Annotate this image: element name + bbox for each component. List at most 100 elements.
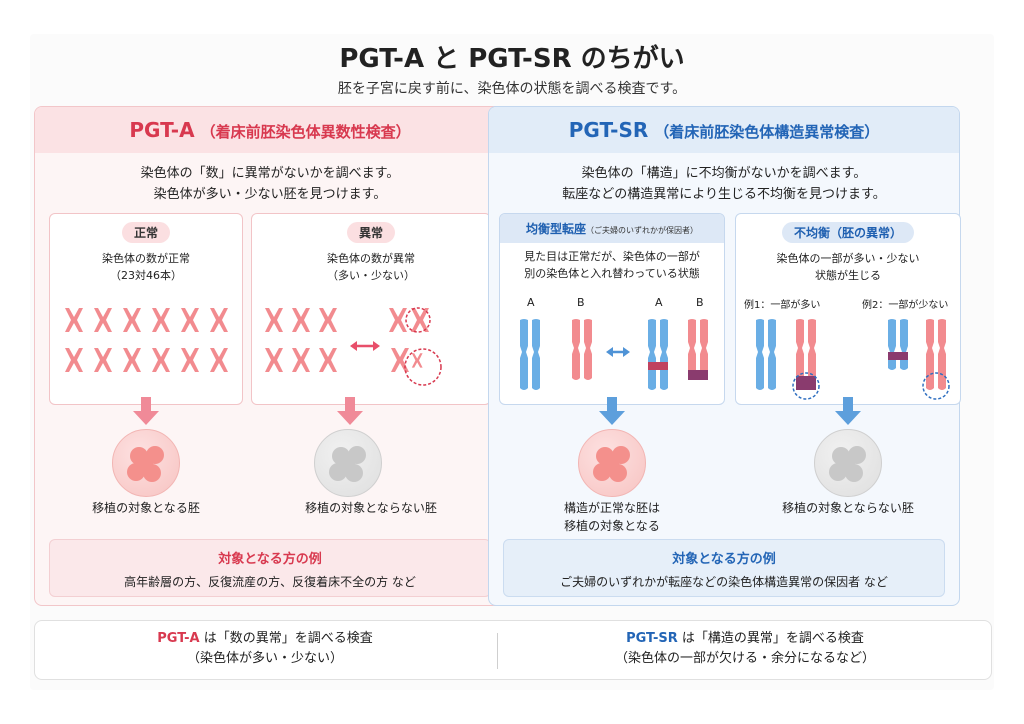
- pgta-target-title: 対象となる方の例: [218, 552, 322, 567]
- normal-chromosomes: [65, 308, 228, 372]
- pgta-target-box: 対象となる方の例 高年齢層の方、反復流産の方、反復着床不全の方 など: [49, 539, 491, 597]
- unbalanced-card: 不均衡（胚の異常） 染色体の一部が多い・少ない 状態が生じる 例1：一部が多い …: [735, 213, 961, 405]
- label-b: B: [696, 296, 704, 309]
- balanced-card: 均衡型転座（ご夫婦のいずれかが保因者） 見た目は正常だが、染色体の一部が 別の染…: [499, 213, 725, 405]
- abnormal-line2: （多い・少ない）: [327, 269, 415, 282]
- balanced-line2: 別の染色体と入れ替わっている状態: [524, 267, 700, 280]
- chromosome-a-icon: [756, 319, 776, 390]
- summary-right-text: は「構造の異常」を調べる検査: [677, 631, 864, 646]
- chromosome-icon: [123, 308, 141, 332]
- abnormal-line1: 染色体の数が異常: [327, 252, 415, 265]
- pgtsr-description: 染色体の「構造」に不均衡がないかを調べます。 転座などの構造異常により生じる不均…: [489, 163, 959, 205]
- translocated-a-icon: [648, 319, 668, 390]
- embryo-icon: [814, 429, 882, 497]
- summary-box: PGT-A は「数の異常」を調べる検査 （染色体が多い・少ない） PGT-SR …: [34, 620, 992, 680]
- chromosome-icon: [319, 308, 337, 332]
- down-arrow-icon: [133, 397, 159, 425]
- summary-left-sub: （染色体が多い・少ない）: [186, 651, 343, 666]
- chromosome-icon: [389, 308, 407, 332]
- chromosome-icon: [94, 348, 112, 372]
- chromosome-icon: [210, 308, 228, 332]
- balanced-result: 構造が正常な胚は 移植の対象となる: [499, 499, 725, 535]
- chromosome-b-icon: [796, 319, 816, 390]
- pgta-description: 染色体の「数」に異常がないかを調べます。 染色体が多い・少ない胚を見つけます。: [35, 163, 505, 205]
- pgta-desc-line2: 染色体が多い・少ない胚を見つけます。: [153, 187, 387, 202]
- pgtsr-panel: PGT-SR（着床前胚染色体構造異常検査） 染色体の「構造」に不均衡がないかを調…: [488, 106, 961, 606]
- highlight-circle: [404, 348, 442, 386]
- pgtsr-desc-line1: 染色体の「構造」に不均衡がないかを調べます。: [581, 166, 867, 181]
- label-a: A: [655, 296, 663, 309]
- chromosome-icon: [319, 348, 337, 372]
- chromosome-icon: [411, 353, 423, 368]
- abnormal-card: 異常 染色体の数が異常 （多い・少ない）: [251, 213, 491, 405]
- pgtsr-target-box: 対象となる方の例 ご夫婦のいずれかが転座などの染色体構造異常の保因者 など: [503, 539, 945, 597]
- chromosome-a-icon: [888, 319, 908, 370]
- label-a: A: [527, 296, 535, 309]
- summary-right: PGT-SR は「構造の異常」を調べる検査 （染色体の一部が欠ける・余分になるな…: [515, 629, 975, 669]
- balanced-title: 均衡型転座: [525, 222, 586, 236]
- abnormal-chromosomes: [265, 307, 442, 386]
- chromosome-icon: [411, 308, 429, 332]
- summary-divider: [497, 633, 498, 669]
- pgtsr-desc-line2: 転座などの構造異常により生じる不均衡を見つけます。: [562, 187, 886, 202]
- pgta-panel: PGT-A （着床前胚染色体異数性検査） 染色体の「数」に異常がないかを調べます。…: [34, 106, 506, 606]
- highlight-circle: [922, 372, 950, 400]
- balanced-label: 均衡型転座（ご夫婦のいずれかが保因者）: [500, 214, 724, 243]
- normal-line1: 染色体の数が正常: [102, 252, 190, 265]
- chromosome-icon: [152, 308, 170, 332]
- chromosome-b-icon: [926, 319, 946, 390]
- normal-label: 正常: [121, 222, 171, 243]
- normal-line2: （23対46本）: [110, 269, 182, 282]
- normal-card: 正常 染色体の数が正常 （23対46本）: [49, 213, 243, 405]
- balanced-result-line2: 移植の対象となる: [564, 519, 660, 533]
- chromosome-icon: [94, 308, 112, 332]
- unbalanced-line1: 染色体の一部が多い・少ない: [776, 252, 920, 265]
- chromosome-icon: [391, 348, 409, 372]
- page-title: PGT-A と PGT-SR のちがい: [339, 44, 685, 74]
- summary-left: PGT-A は「数の異常」を調べる検査 （染色体が多い・少ない）: [35, 629, 495, 669]
- translocation-chromosomes: [520, 319, 708, 390]
- abnormal-label: 異常: [346, 222, 396, 243]
- chromosome-icon: [152, 348, 170, 372]
- down-arrow-icon: [337, 397, 363, 425]
- label-b: B: [577, 296, 585, 309]
- pgtsr-target-text: ご夫婦のいずれかが転座などの染色体構造異常の保因者 など: [560, 575, 888, 589]
- embryo-icon: [578, 429, 646, 497]
- chromosome-icon: [181, 348, 199, 372]
- unbalanced-chromosomes: [756, 319, 950, 400]
- pgta-header: PGT-A （着床前胚染色体異数性検査）: [35, 107, 505, 153]
- pgtsr-target-title: 対象となる方の例: [672, 552, 776, 567]
- pgta-desc-line1: 染色体の「数」に異常がないかを調べます。: [140, 166, 400, 181]
- chromosome-a-icon: [520, 319, 540, 390]
- unbalanced-line2: 状態が生じる: [815, 269, 881, 282]
- pgta-target-text: 高年齢層の方、反復流産の方、反復着床不全の方 など: [124, 575, 416, 589]
- chromosome-icon: [292, 308, 310, 332]
- chromosome-icon: [265, 308, 283, 332]
- unbalanced-label: 不均衡（胚の異常）: [781, 222, 915, 243]
- example2-label: 例2：一部が少ない: [862, 300, 949, 311]
- summary-right-sub: （染色体の一部が欠ける・余分になるなど）: [614, 651, 875, 666]
- down-arrow-icon: [835, 397, 861, 425]
- pgta-fullname: （着床前胚染色体異数性検査）: [200, 123, 411, 141]
- chromosome-icon: [265, 348, 283, 372]
- double-arrow-icon: [606, 347, 630, 357]
- chromosome-icon: [65, 348, 83, 372]
- pgtsr-name: PGT-SR: [568, 118, 649, 142]
- chromosome-icon: [65, 308, 83, 332]
- abnormal-result: 移植の対象とならない胚: [305, 501, 437, 515]
- double-arrow-icon: [350, 341, 380, 351]
- chromosome-icon: [181, 308, 199, 332]
- pgtsr-header: PGT-SR（着床前胚染色体構造異常検査）: [489, 107, 959, 153]
- chromosome-b-icon: [572, 319, 592, 380]
- embryo-icon: [112, 429, 180, 497]
- normal-result: 移植の対象となる胚: [92, 501, 200, 515]
- embryo-icon: [314, 429, 382, 497]
- pgta-name: PGT-A: [129, 118, 195, 142]
- unbalanced-result: 移植の対象とならない胚: [782, 501, 914, 515]
- balanced-note: （ご夫婦のいずれかが保因者）: [586, 226, 698, 235]
- highlight-circle: [405, 307, 431, 333]
- summary-right-keyword: PGT-SR: [626, 631, 678, 646]
- balanced-result-line1: 構造が正常な胚は: [563, 501, 660, 515]
- summary-left-keyword: PGT-A: [157, 631, 200, 646]
- balanced-line1: 見た目は正常だが、染色体の一部が: [524, 250, 700, 263]
